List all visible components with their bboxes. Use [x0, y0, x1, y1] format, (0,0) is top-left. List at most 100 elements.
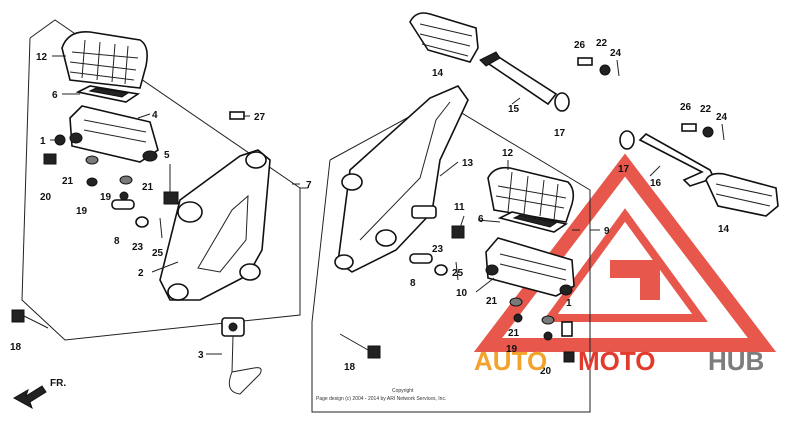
part-3-stop-switch[interactable] [221, 317, 262, 395]
part-26-pin-right[interactable] [681, 123, 697, 132]
part-8-pin-left[interactable] [111, 199, 135, 210]
part-4-footpeg[interactable] [69, 105, 159, 163]
callout-14: 14 [432, 68, 444, 79]
callout-6b: 6 [478, 214, 484, 225]
callout-11: 11 [454, 202, 465, 213]
part-1-pin-left[interactable] [54, 134, 66, 146]
copyright-line-1: Copyright [392, 388, 414, 394]
part-21-washer-left-b[interactable] [119, 175, 133, 185]
callout-25b: 25 [452, 268, 464, 279]
callout-8b: 8 [410, 278, 416, 289]
callout-17: 17 [554, 128, 566, 139]
callout-12b: 12 [502, 148, 514, 159]
part-12-rubber-grip-right[interactable] [487, 166, 575, 223]
part-19-nut-left[interactable] [86, 177, 98, 187]
callout-21: 21 [62, 176, 74, 187]
callout-15: 15 [508, 104, 520, 115]
callout-1b: 1 [566, 298, 572, 309]
callout-21d: 21 [508, 328, 520, 339]
part-14-peg-top[interactable] [409, 12, 479, 63]
callout-6: 6 [52, 90, 58, 101]
watermark-moto: MOTO [578, 346, 656, 376]
part-27-bolt[interactable] [229, 111, 245, 120]
callout-23: 23 [132, 242, 144, 253]
callout-4: 4 [152, 110, 158, 121]
callout-18: 18 [10, 342, 22, 353]
callout-20b: 20 [540, 366, 552, 377]
callout-5: 5 [164, 150, 170, 161]
callout-22b: 22 [700, 104, 712, 115]
callout-7: 7 [306, 180, 312, 191]
part-16-bar[interactable] [638, 133, 716, 187]
callout-22: 22 [596, 38, 608, 49]
part-22-washer-right[interactable] [702, 126, 714, 138]
callout-10: 10 [456, 288, 468, 299]
part-24-clip-top[interactable] [616, 59, 620, 77]
part-19-nut-right-b[interactable] [543, 331, 553, 341]
group-7-outline [21, 19, 301, 341]
part-2-bracket-left[interactable] [159, 149, 271, 301]
callout-23b: 23 [432, 244, 444, 255]
copyright-line-2: Page design (c) 2004 - 2014 by ARI Netwo… [316, 396, 446, 402]
part-8-pin-right[interactable] [409, 253, 433, 264]
part-6-plate-right[interactable] [497, 211, 569, 233]
part-5-spring-left[interactable] [163, 191, 179, 205]
part-19-nut-right[interactable] [513, 313, 523, 323]
callout-26: 26 [574, 40, 586, 51]
part-25-cotter-right[interactable] [455, 261, 459, 281]
part-10-footpeg-right[interactable] [485, 237, 575, 297]
watermark-text: AUTO MOTO HUB [474, 346, 764, 376]
part-15-bar[interactable] [479, 51, 558, 106]
part-20-bolt-right[interactable] [563, 351, 575, 363]
part-13-bracket-right[interactable] [334, 85, 469, 273]
callout-19d: 19 [506, 344, 518, 355]
part-14-peg-right[interactable] [705, 172, 779, 217]
part-17-collar-top[interactable] [554, 92, 570, 112]
callout-labels: 12 6 4 1 5 21 21 20 19 19 8 23 25 2 27 7… [10, 38, 730, 377]
callout-16: 16 [650, 178, 662, 189]
part-6-plate[interactable] [75, 85, 141, 103]
callout-13: 13 [462, 158, 474, 169]
callout-14b: 14 [718, 224, 730, 235]
callout-18b: 18 [344, 362, 356, 373]
part-20-bolt-left[interactable] [43, 153, 57, 165]
part-19-nut-left-b[interactable] [119, 191, 129, 201]
part-21-washer-left[interactable] [85, 155, 99, 165]
callout-17b: 17 [618, 164, 630, 175]
callout-21c: 21 [486, 296, 498, 307]
part-25-cotter-left[interactable] [159, 217, 163, 239]
part-23-washer-left[interactable] [135, 216, 149, 228]
callout-26b: 26 [680, 102, 692, 113]
part-21-washer-right[interactable] [509, 297, 523, 307]
part-18-bolt-right[interactable] [339, 333, 381, 359]
callout-27: 27 [254, 112, 266, 123]
part-17-collar-right[interactable] [619, 130, 635, 150]
callout-9: 9 [604, 226, 610, 237]
callout-20: 20 [40, 192, 52, 203]
part-1-pin-right[interactable] [561, 321, 573, 337]
callout-21b: 21 [142, 182, 154, 193]
watermark-hub: HUB [708, 346, 764, 376]
part-22-washer-top[interactable] [599, 64, 611, 76]
callout-1: 1 [40, 136, 46, 147]
part-24-clip-right[interactable] [721, 123, 725, 141]
part-26-pin-top[interactable] [577, 57, 593, 66]
leader-lines [50, 55, 661, 355]
callout-3: 3 [198, 350, 204, 361]
part-18-bolt-left[interactable] [11, 309, 49, 329]
front-label: FR. [50, 378, 66, 389]
part-11-spring-right[interactable] [451, 225, 465, 239]
part-21-washer-right-b[interactable] [541, 315, 555, 325]
callout-19: 19 [76, 206, 88, 217]
callout-8: 8 [114, 236, 120, 247]
callout-24: 24 [610, 48, 622, 59]
part-12-rubber-grip[interactable] [61, 31, 148, 89]
callout-19b: 19 [100, 192, 112, 203]
callout-12: 12 [36, 52, 48, 63]
callout-24b: 24 [716, 112, 728, 123]
watermark-auto: AUTO [474, 346, 547, 376]
front-direction-arrow [12, 385, 47, 410]
part-23-washer-right[interactable] [434, 264, 448, 276]
